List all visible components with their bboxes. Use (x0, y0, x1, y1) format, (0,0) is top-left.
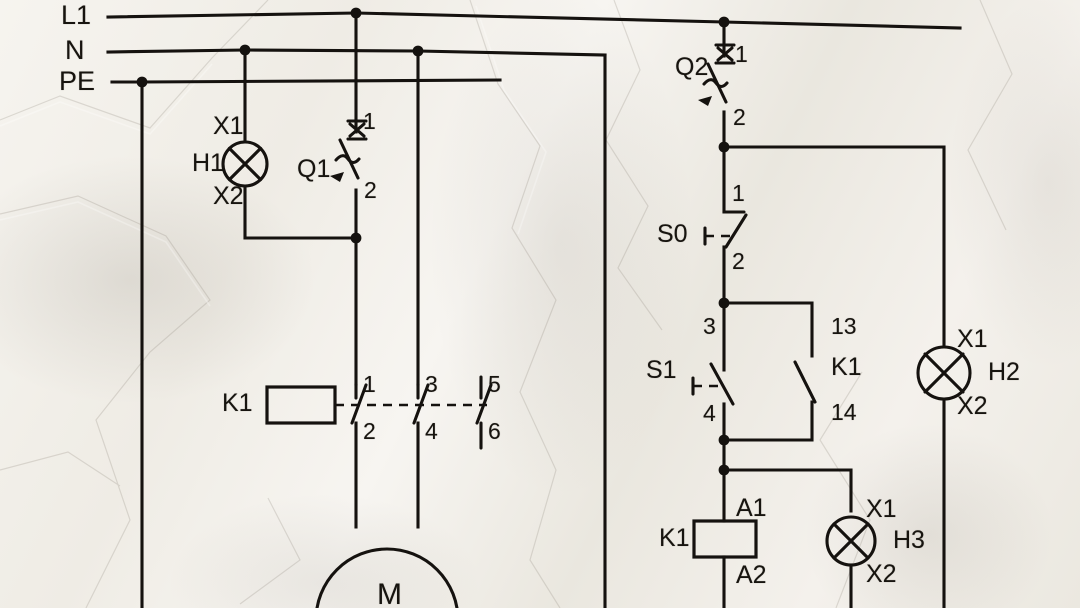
s1-terminal-4-label: 4 (703, 400, 716, 426)
q2-designator-label: Q2 (675, 53, 709, 81)
rail-label-pe: PE (59, 66, 96, 96)
contact-k1-aux-symbol (793, 360, 817, 404)
pushbutton-s0-symbol (703, 210, 748, 249)
k1-coil-terminal-a2-label: A2 (736, 561, 767, 589)
q2-terminal-2-label: 2 (733, 104, 746, 130)
q1-terminal-1-label: 1 (363, 108, 376, 134)
s1-terminal-3-label: 3 (703, 313, 716, 339)
k1-pole3-terminal-top-label: 5 (488, 371, 501, 397)
contactor-k1-body (265, 385, 337, 425)
q1-designator-label: Q1 (297, 155, 331, 183)
k1-coil-terminal-a1-label: A1 (736, 494, 767, 522)
k1-pole1-terminal-bottom-label: 2 (363, 418, 376, 444)
motor-symbol (315, 547, 459, 608)
rail-label-l1: L1 (61, 0, 92, 30)
k1-pole3-terminal-bottom-label: 6 (488, 418, 501, 444)
h3-designator-label: H3 (893, 526, 925, 554)
k1-aux-designator-label: K1 (831, 353, 862, 381)
h1-designator-label: H1 (192, 149, 224, 177)
rail-line-n (106, 48, 607, 57)
q1-terminal-2-label: 2 (364, 177, 377, 203)
contact-pole-2 (412, 382, 430, 529)
h1-terminal-x2-label: X2 (213, 182, 244, 210)
h3-terminal-x2-label: X2 (866, 560, 897, 588)
s0-terminal-1-label: 1 (732, 180, 745, 206)
motor-designator-label: M (377, 578, 402, 608)
q2-terminal-1-label: 1 (735, 41, 748, 67)
k1-pole2-terminal-top-label: 3 (425, 371, 438, 397)
h2-terminal-x1-label: X1 (957, 325, 988, 353)
contact-pole-3 (475, 375, 493, 450)
breaker-q1-x-marker (346, 119, 368, 141)
wire-k1aux-top (722, 301, 814, 358)
contact-pole-1 (350, 382, 368, 529)
lamp-h3-symbol (825, 515, 877, 567)
contactor-k1-coil-body (692, 519, 758, 559)
k1-aux-terminal-13-label: 13 (831, 313, 857, 339)
rail-line-pe (110, 78, 502, 84)
h2-designator-label: H2 (988, 358, 1020, 386)
wire-k1aux-bottom (722, 400, 814, 442)
k1-aux-terminal-14-label: 14 (831, 399, 857, 425)
breaker-q2-symbol (698, 43, 736, 106)
lamp-h1-symbol (221, 140, 269, 188)
h3-terminal-x1-label: X1 (866, 495, 897, 523)
pushbutton-s1-symbol (691, 362, 735, 406)
h1-terminal-x1-label: X1 (213, 112, 244, 140)
breaker-q2-x-marker (714, 43, 736, 65)
rail-label-n: N (65, 35, 85, 65)
k1-pole1-terminal-top-label: 1 (363, 371, 376, 397)
wire-h3-branch (722, 468, 853, 513)
k1-power-designator-label: K1 (222, 389, 253, 417)
s0-designator-label: S0 (657, 220, 688, 248)
wire-h1-bottom (243, 184, 358, 240)
k1-coil-designator-label: K1 (659, 524, 690, 552)
breaker-q1-symbol (330, 119, 368, 182)
rail-line-l1 (106, 11, 962, 30)
junction-q1-h1-return (350, 232, 362, 244)
wire-h2-branch-top (722, 145, 946, 349)
h2-terminal-x2-label: X2 (957, 392, 988, 420)
s0-terminal-2-label: 2 (732, 248, 745, 274)
s1-designator-label: S1 (646, 356, 677, 384)
k1-pole2-terminal-bottom-label: 4 (425, 418, 438, 444)
